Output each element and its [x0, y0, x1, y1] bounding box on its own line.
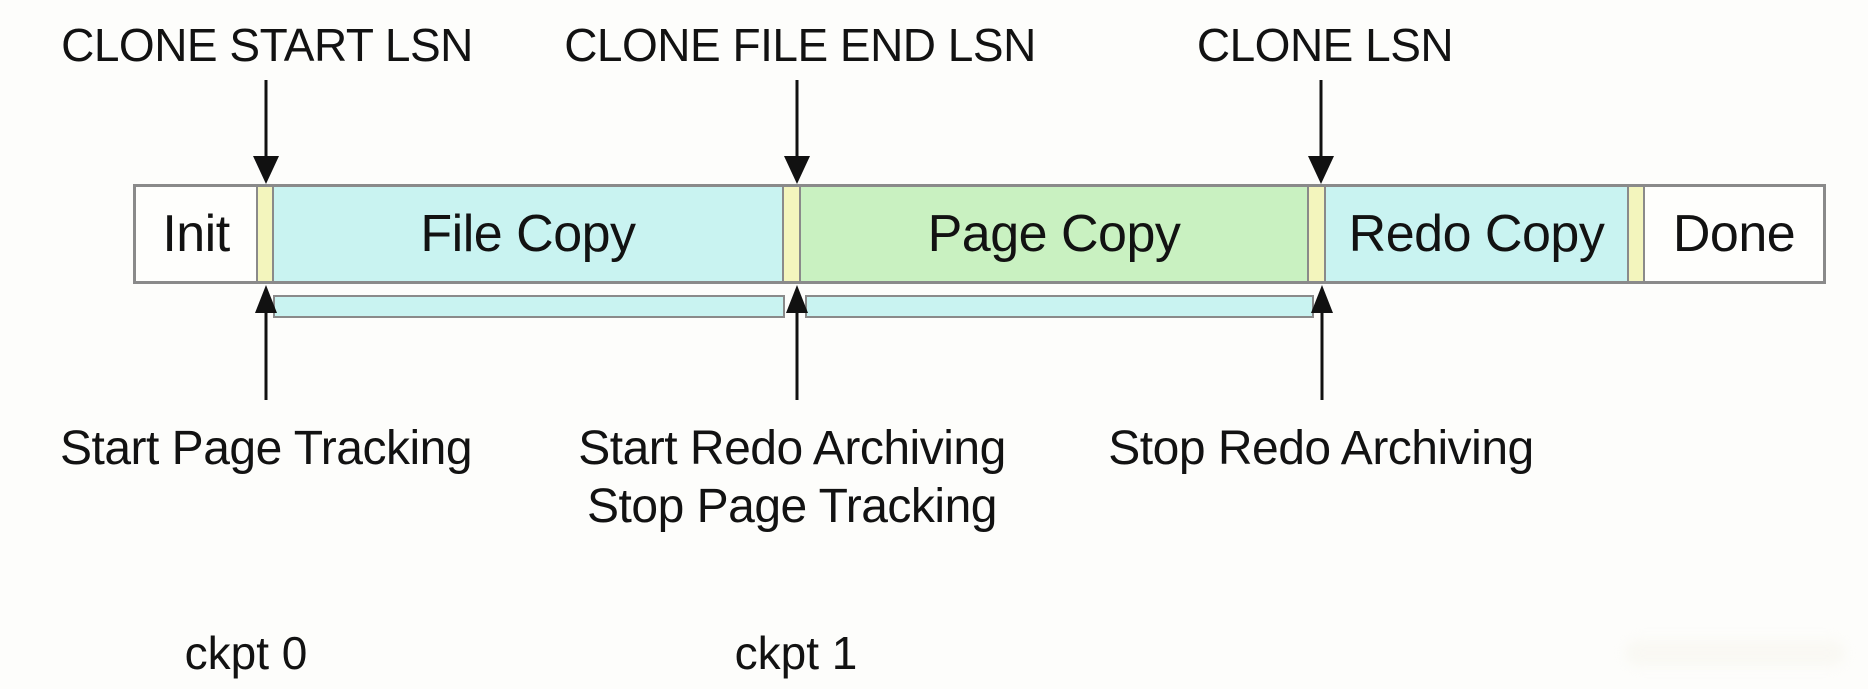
label-start-page-tracking: Start Page Tracking [59, 420, 473, 478]
up-arrow-stop-redo-archiving [1308, 285, 1336, 400]
label-line: Stop Page Tracking [587, 480, 997, 533]
label-line: Start Page Tracking [59, 422, 473, 475]
segment-init: Init [136, 187, 256, 281]
arrow-head-icon [253, 156, 279, 184]
label-clone-lsn: CLONE LSN [1196, 19, 1454, 71]
marker-clone-lsn [1309, 187, 1324, 281]
arrow-line [264, 309, 268, 400]
redo-archiving-range-bar [805, 295, 1314, 318]
arrow-head-icon [786, 285, 808, 313]
label-line: Stop Redo Archiving [1108, 422, 1534, 475]
arrow-head-icon [784, 156, 810, 184]
arrow-line [264, 80, 268, 160]
marker-clone-file-end-lsn [784, 187, 799, 281]
arrow-line [795, 80, 799, 160]
up-arrow-start-redo-archiving [783, 285, 811, 400]
arrow-line [795, 309, 799, 400]
label-line: Start Redo Archiving [578, 422, 1006, 475]
marker-end [1629, 187, 1643, 281]
segment-file-copy: File Copy [274, 187, 782, 281]
marker-clone-start-lsn [258, 187, 272, 281]
segment-done: Done [1645, 187, 1823, 281]
arrow-head-icon [1308, 156, 1334, 184]
label-ckpt-1: ckpt 1 [734, 627, 858, 679]
up-arrow-start-page-tracking [252, 285, 280, 400]
segment-redo-copy: Redo Copy [1326, 187, 1627, 281]
label-clone-start-lsn: CLONE START LSN [61, 19, 473, 71]
arrow-line [1320, 309, 1324, 400]
phase-timeline-bar: Init File Copy Page Copy Redo Copy Done [133, 184, 1826, 284]
down-arrow-clone-file-end-lsn [783, 80, 811, 184]
watermark-remnant [1625, 640, 1845, 666]
segment-page-copy: Page Copy [801, 187, 1307, 281]
down-arrow-clone-lsn [1307, 80, 1335, 184]
down-arrow-clone-start-lsn [252, 80, 280, 184]
label-clone-file-end-lsn: CLONE FILE END LSN [564, 19, 1036, 71]
arrow-head-icon [255, 285, 277, 313]
arrow-line [1319, 80, 1323, 160]
label-stop-redo-archiving: Stop Redo Archiving [1108, 420, 1534, 478]
arrow-head-icon [1311, 285, 1333, 313]
label-start-redo-archiving-stop-page-tracking: Start Redo Archiving Stop Page Tracking [578, 420, 1006, 536]
label-ckpt-0: ckpt 0 [184, 627, 308, 679]
page-tracking-range-bar [273, 295, 785, 318]
